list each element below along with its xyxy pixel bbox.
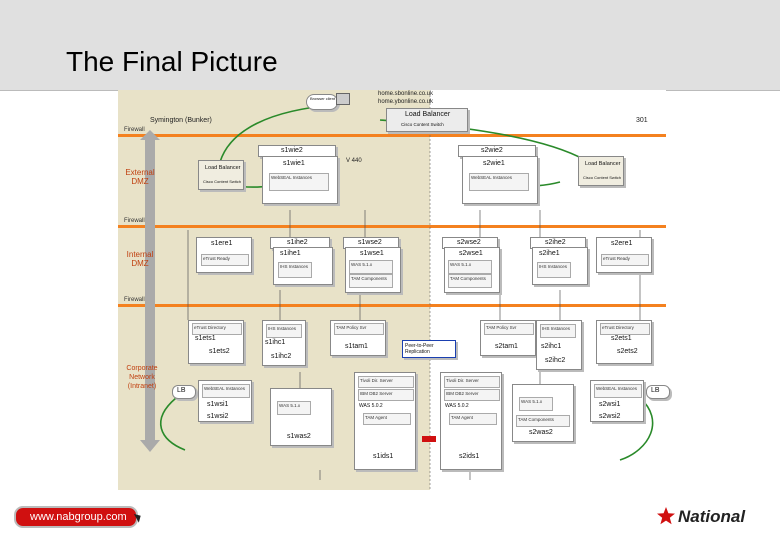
firewall-line-2 <box>118 225 666 228</box>
s2was2-box: WAS 5.1.x TAM Components s2was2 <box>512 384 574 442</box>
firewall-line-3 <box>118 304 666 307</box>
s1tam-box: TAM Policy Svr s1tam1 <box>330 320 386 356</box>
peer-replication-box: Peer-to-Peer Replication <box>402 340 456 358</box>
slide-title: The Final Picture <box>66 46 278 77</box>
firewall-label-1: Firewall <box>124 127 145 133</box>
national-star-icon <box>656 506 676 526</box>
s1ids1-box: Tivoli Dir. Server IBM DB2 Server WAS 5.… <box>354 372 416 470</box>
s2wie1-box: s2wie1 WebSEAL Instances <box>462 156 538 204</box>
s1was2-box: WAS 5.1.x s1was2 <box>270 388 332 446</box>
firewall-label-3: Firewall <box>124 297 145 303</box>
left-webseal-instances: WebSEAL Instances <box>269 173 329 191</box>
s2ids1-box: Tivoli Dir. Server IBM DB2 Server WAS 5.… <box>440 372 502 470</box>
top-load-balancer: Load Balancer Cisco Content Switch <box>386 108 468 132</box>
national-logo-text: National <box>678 507 746 526</box>
domain-2: home.ybonline.co.uk <box>378 99 434 105</box>
s1wsi-box: WebSEAL Instances s1wsi1 s1wsi2 <box>198 380 252 422</box>
firewall-line-1 <box>118 134 666 137</box>
s1wse1-box: s1wse1 WAS 5.1.x TAM Components <box>345 247 401 293</box>
zone-internal-dmz: Internal DMZ <box>126 250 154 268</box>
slide-header: The Final Picture <box>0 0 780 91</box>
left-lb-small: LB <box>172 385 196 399</box>
s2tam-box: TAM Policy Svr s2tam1 <box>480 320 536 356</box>
s2ihe1-box: s2ihe1 IHS Instances <box>532 247 588 285</box>
s1ere1-box: s1ere1 eTrust Ready <box>196 237 252 273</box>
domain-1: home.sbonline.co.uk <box>378 91 434 97</box>
s1ihc-box: IHS Instances s1ihc1 s1ihc2 <box>262 320 306 366</box>
firewall-label-2: Firewall <box>124 218 145 224</box>
nabgroup-url: www.nabgroup.com <box>30 511 127 523</box>
computer-icon <box>336 93 350 105</box>
browser-client-top: Browser client <box>306 94 338 110</box>
s2ihc-box: IHS Instances s2ihc1 s2ihc2 <box>536 320 582 370</box>
s1ihe1-box: s1ihe1 IHS Instances <box>273 247 333 285</box>
v440-label: V 440 <box>346 158 362 164</box>
s1wie1-box: s1wie1 WebSEAL Instances <box>262 156 338 204</box>
s2ere1-box: s2ere1 eTrust Ready <box>596 237 652 273</box>
s1ets-box: eTrust Directory s1ets1 s1ets2 <box>188 320 244 364</box>
site-left-label: Symington (Bunker) <box>150 117 212 124</box>
left-load-balancer: Load Balancer Cisco Content Switch <box>198 160 244 190</box>
right-webseal-instances: WebSEAL Instances <box>469 173 529 191</box>
zone-corporate-network: Corporate Network (Intranet) <box>126 365 158 390</box>
s2wse1-box: s2wse1 WAS 5.1.x TAM Components <box>444 247 500 293</box>
s2ets-box: eTrust Directory s2ets1 s2ets2 <box>596 320 652 364</box>
nabgroup-link-button[interactable]: www.nabgroup.com <box>14 506 138 528</box>
zone-arrow <box>140 130 160 452</box>
s2wsi-box: WebSEAL Instances s2wsi1 s2wsi2 <box>590 380 644 422</box>
site-right-label: 301 <box>636 117 648 124</box>
right-load-balancer: Load Balancer Cisco Content Switch <box>578 156 624 186</box>
zone-external-dmz: External DMZ <box>125 168 155 186</box>
right-lb-small: LB <box>646 385 670 399</box>
